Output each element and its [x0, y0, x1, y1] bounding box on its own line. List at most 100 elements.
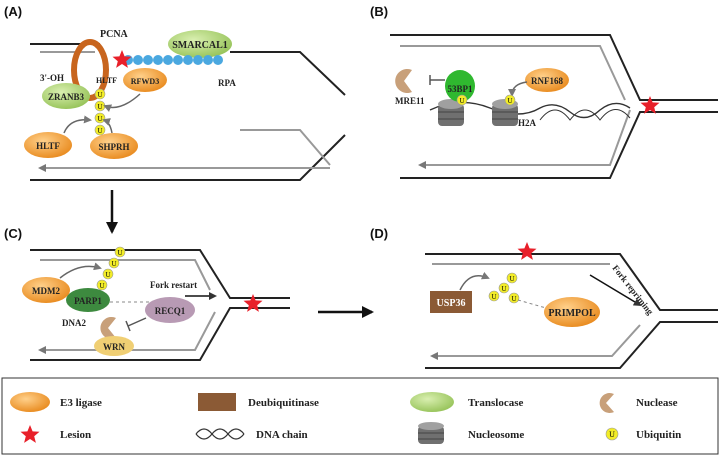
parp1-protein	[66, 288, 110, 312]
legend-ubiquitin-swatch	[605, 427, 619, 441]
panel-label: (A)	[4, 4, 22, 19]
lesion-star	[112, 50, 132, 68]
fork-restart-label: Fork restart	[150, 280, 197, 290]
nascent-strand	[240, 129, 331, 166]
legend-lesion-swatch	[20, 425, 40, 443]
interaction-dash	[517, 299, 547, 309]
legend-dna-swatch	[195, 428, 245, 440]
legend: E3 ligase Deubiquitinase Translocase Nuc…	[1, 377, 719, 455]
dna-strand	[400, 111, 718, 179]
pcna-ring	[71, 39, 109, 101]
svg-text:U: U	[97, 91, 102, 99]
legend-nuclease-label: Nuclease	[636, 397, 678, 409]
panel-c: (C) MDM2 PARP1 U U U U Fork restart RECQ…	[4, 226, 290, 361]
rnf168-label: RNF168	[531, 76, 563, 86]
pcna-label: PCNA	[100, 29, 129, 40]
mre11-nuclease	[395, 69, 412, 93]
nascent-strand	[38, 311, 216, 354]
svg-text:U: U	[97, 115, 102, 123]
53bp1-protein	[445, 70, 475, 102]
oh-label: 3'-OH	[40, 73, 64, 83]
legend-e3-label: E3 ligase	[60, 397, 102, 409]
legend-nucleosome-swatch	[418, 422, 444, 444]
usp36-label: USP36	[437, 298, 466, 309]
ubiquitination-arrow	[102, 118, 113, 134]
panel-label: (D)	[370, 226, 388, 241]
zranb3-label: ZRANB3	[48, 92, 85, 102]
hltf-e3-ligase	[24, 132, 72, 158]
dna2-label: DNA2	[62, 318, 86, 328]
legend-dna-label: DNA chain	[256, 429, 308, 441]
dna2-nuclease	[100, 316, 116, 339]
legend-nuclease-swatch	[599, 393, 614, 413]
legend-nucleosome-label: Nucleosome	[468, 429, 524, 441]
ubiquitination-arrow	[508, 81, 528, 97]
panel-label: (C)	[4, 226, 22, 241]
smarcal1-translocase	[168, 30, 232, 58]
primpol-label: PRIMPOL	[548, 308, 596, 319]
dna-strand	[30, 307, 290, 361]
ubiquitin-label: U	[507, 97, 512, 105]
53bp1-label: 53BP1	[447, 84, 473, 94]
deubiquitination-arrow	[459, 271, 490, 291]
shprh-e3-ligase	[90, 133, 138, 159]
dna-strand	[390, 34, 718, 101]
rpa-beads	[123, 55, 223, 65]
wrn-protein	[94, 336, 134, 356]
dna-chain	[429, 101, 631, 119]
ubiquitination-arrow	[59, 262, 102, 279]
legend-ubiquitin-label: Ubiquitin	[636, 429, 681, 441]
inhibition-line	[127, 317, 147, 327]
panel-d: (D) Fork repriming USP36 U U U U PRIMPOL	[370, 226, 718, 369]
ubiquitination-arrow	[103, 93, 141, 112]
parp1-label: PARP1	[74, 296, 102, 306]
svg-text:U: U	[117, 249, 122, 257]
svg-text:U: U	[111, 260, 116, 268]
primpol-protein	[544, 297, 600, 327]
legend-dna-swatch	[195, 428, 245, 440]
fork-repriming-arrow	[589, 274, 642, 307]
nascent-strand	[400, 45, 626, 101]
ubiquitin-label: U	[459, 97, 464, 105]
lesion-star	[517, 242, 537, 260]
smarcal1-label: SMARCAL1	[172, 40, 228, 51]
hltf-ring-label: HLTF	[96, 76, 117, 85]
svg-text:U: U	[99, 282, 104, 290]
dna-strand	[425, 321, 718, 369]
zranb3-translocase	[42, 83, 90, 109]
ubiquitin-cluster: U U U U	[488, 272, 520, 304]
hltf-label: HLTF	[36, 141, 60, 151]
ubiquitin-chain: U U U U	[94, 88, 106, 136]
svg-text:U: U	[509, 275, 514, 283]
rfwd3-e3-ligase	[123, 68, 167, 92]
ubiquitin	[456, 94, 468, 106]
ubiquitin	[504, 94, 516, 106]
panel-a: (A) SMARCAL1 RPA PCNA 3'-OH HLTF RFWD3	[4, 4, 346, 181]
lesion-star	[243, 294, 263, 312]
nascent-strand	[418, 109, 631, 169]
ubiquitin-chain: U U U U	[96, 246, 126, 291]
inhibition-bar	[125, 320, 131, 332]
legend-dub-label: Deubiquitinase	[248, 397, 319, 409]
usp36-deubiquitinase	[430, 291, 472, 313]
svg-text:U: U	[491, 293, 496, 301]
legend-lesion-label: Lesion	[60, 429, 91, 441]
legend-e3-swatch	[10, 392, 50, 412]
dna-strand	[30, 249, 290, 299]
legend-translocase-label: Translocase	[468, 397, 524, 409]
legend-box	[1, 377, 719, 455]
dna-strand	[230, 51, 346, 96]
nascent-strand	[40, 259, 211, 291]
svg-text:U: U	[511, 295, 516, 303]
svg-text:U: U	[105, 271, 110, 279]
panel-label: (B)	[370, 4, 388, 19]
legend-translocase-swatch	[410, 392, 454, 412]
h2a-label: H2A	[518, 118, 537, 128]
rfwd3-label: RFWD3	[131, 77, 159, 86]
lesion-star	[640, 96, 660, 114]
nascent-strand	[430, 324, 641, 360]
dna-chain	[539, 109, 631, 121]
recq1-label: RECQ1	[155, 306, 186, 316]
recq1-protein	[145, 297, 195, 323]
